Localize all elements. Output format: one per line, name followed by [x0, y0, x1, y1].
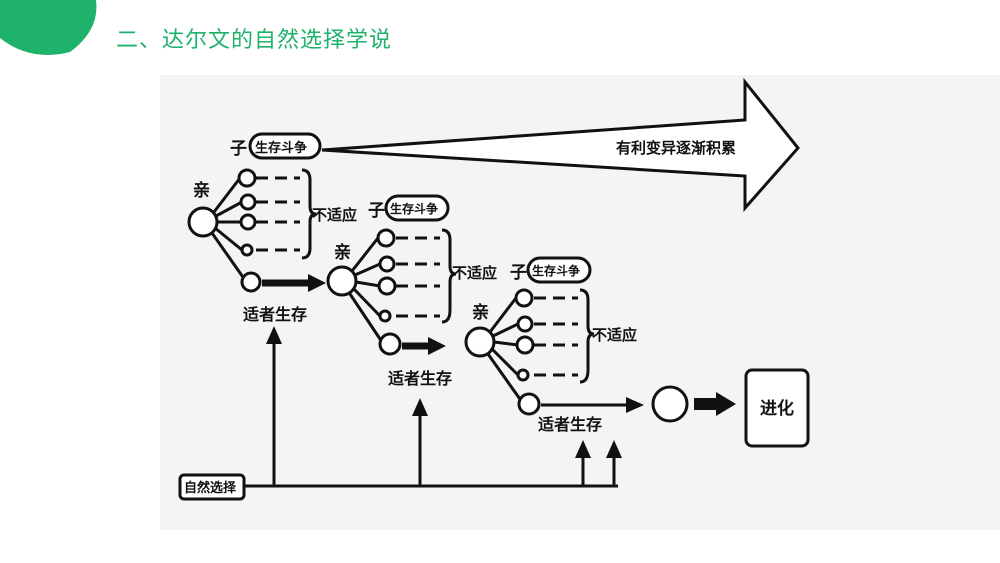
- offspring-node: [239, 193, 257, 211]
- parent-label: 亲: [334, 242, 351, 263]
- offspring-label: 子: [230, 139, 247, 159]
- offspring-node: [514, 288, 534, 308]
- evolved-node: [651, 385, 689, 423]
- parent-label: 亲: [472, 302, 489, 323]
- parent-node: [464, 326, 496, 358]
- page-title: 二、达尔文的自然选择学说: [116, 28, 393, 53]
- generation-1: [187, 132, 326, 293]
- corner-decoration: [0, 0, 97, 55]
- evolution-label: 进化: [760, 398, 794, 419]
- offspring-node: [378, 309, 392, 323]
- survival-label: 适者生存: [243, 305, 307, 324]
- unfit-label: 不适应: [452, 264, 497, 282]
- struggle-label: 生存斗争: [532, 263, 580, 278]
- evolution-box: [744, 368, 810, 448]
- offspring-node: [377, 276, 397, 296]
- unfit-brace: [579, 288, 595, 384]
- offspring-label: 子: [510, 263, 527, 283]
- natural-selection-label: 自然选择: [184, 480, 237, 496]
- generation-2: [326, 194, 457, 356]
- struggle-box: [526, 256, 592, 284]
- offspring-label: 子: [368, 201, 385, 221]
- parent-node: [326, 265, 358, 297]
- offspring-node: [378, 255, 396, 273]
- parent-label: 亲: [193, 180, 210, 201]
- accumulation-label: 有利变异逐渐积累: [616, 139, 736, 157]
- unfit-brace: [301, 168, 317, 260]
- offspring-node: [239, 213, 257, 231]
- offspring-node: [378, 332, 402, 356]
- offspring-node: [516, 315, 534, 333]
- offspring-node: [516, 368, 530, 382]
- parent-node: [187, 206, 219, 238]
- unfit-label: 不适应: [312, 206, 357, 224]
- offspring-node: [240, 243, 254, 257]
- offspring-node: [517, 392, 541, 416]
- generation-3: [464, 256, 644, 416]
- survival-label: 适者生存: [388, 369, 452, 388]
- struggle-label: 生存斗争: [255, 140, 307, 156]
- unfit-label: 不适应: [592, 326, 637, 344]
- survival-label: 适者生存: [538, 415, 602, 434]
- offspring-node: [237, 168, 257, 188]
- struggle-label: 生存斗争: [390, 201, 438, 216]
- struggle-box: [248, 132, 322, 160]
- struggle-box: [384, 194, 450, 222]
- offspring-node: [376, 228, 396, 248]
- accumulation-arrow: [321, 77, 800, 212]
- unfit-brace: [441, 228, 457, 324]
- natural-selection-box: [178, 473, 246, 501]
- offspring-node: [515, 335, 535, 355]
- offspring-node: [240, 271, 262, 293]
